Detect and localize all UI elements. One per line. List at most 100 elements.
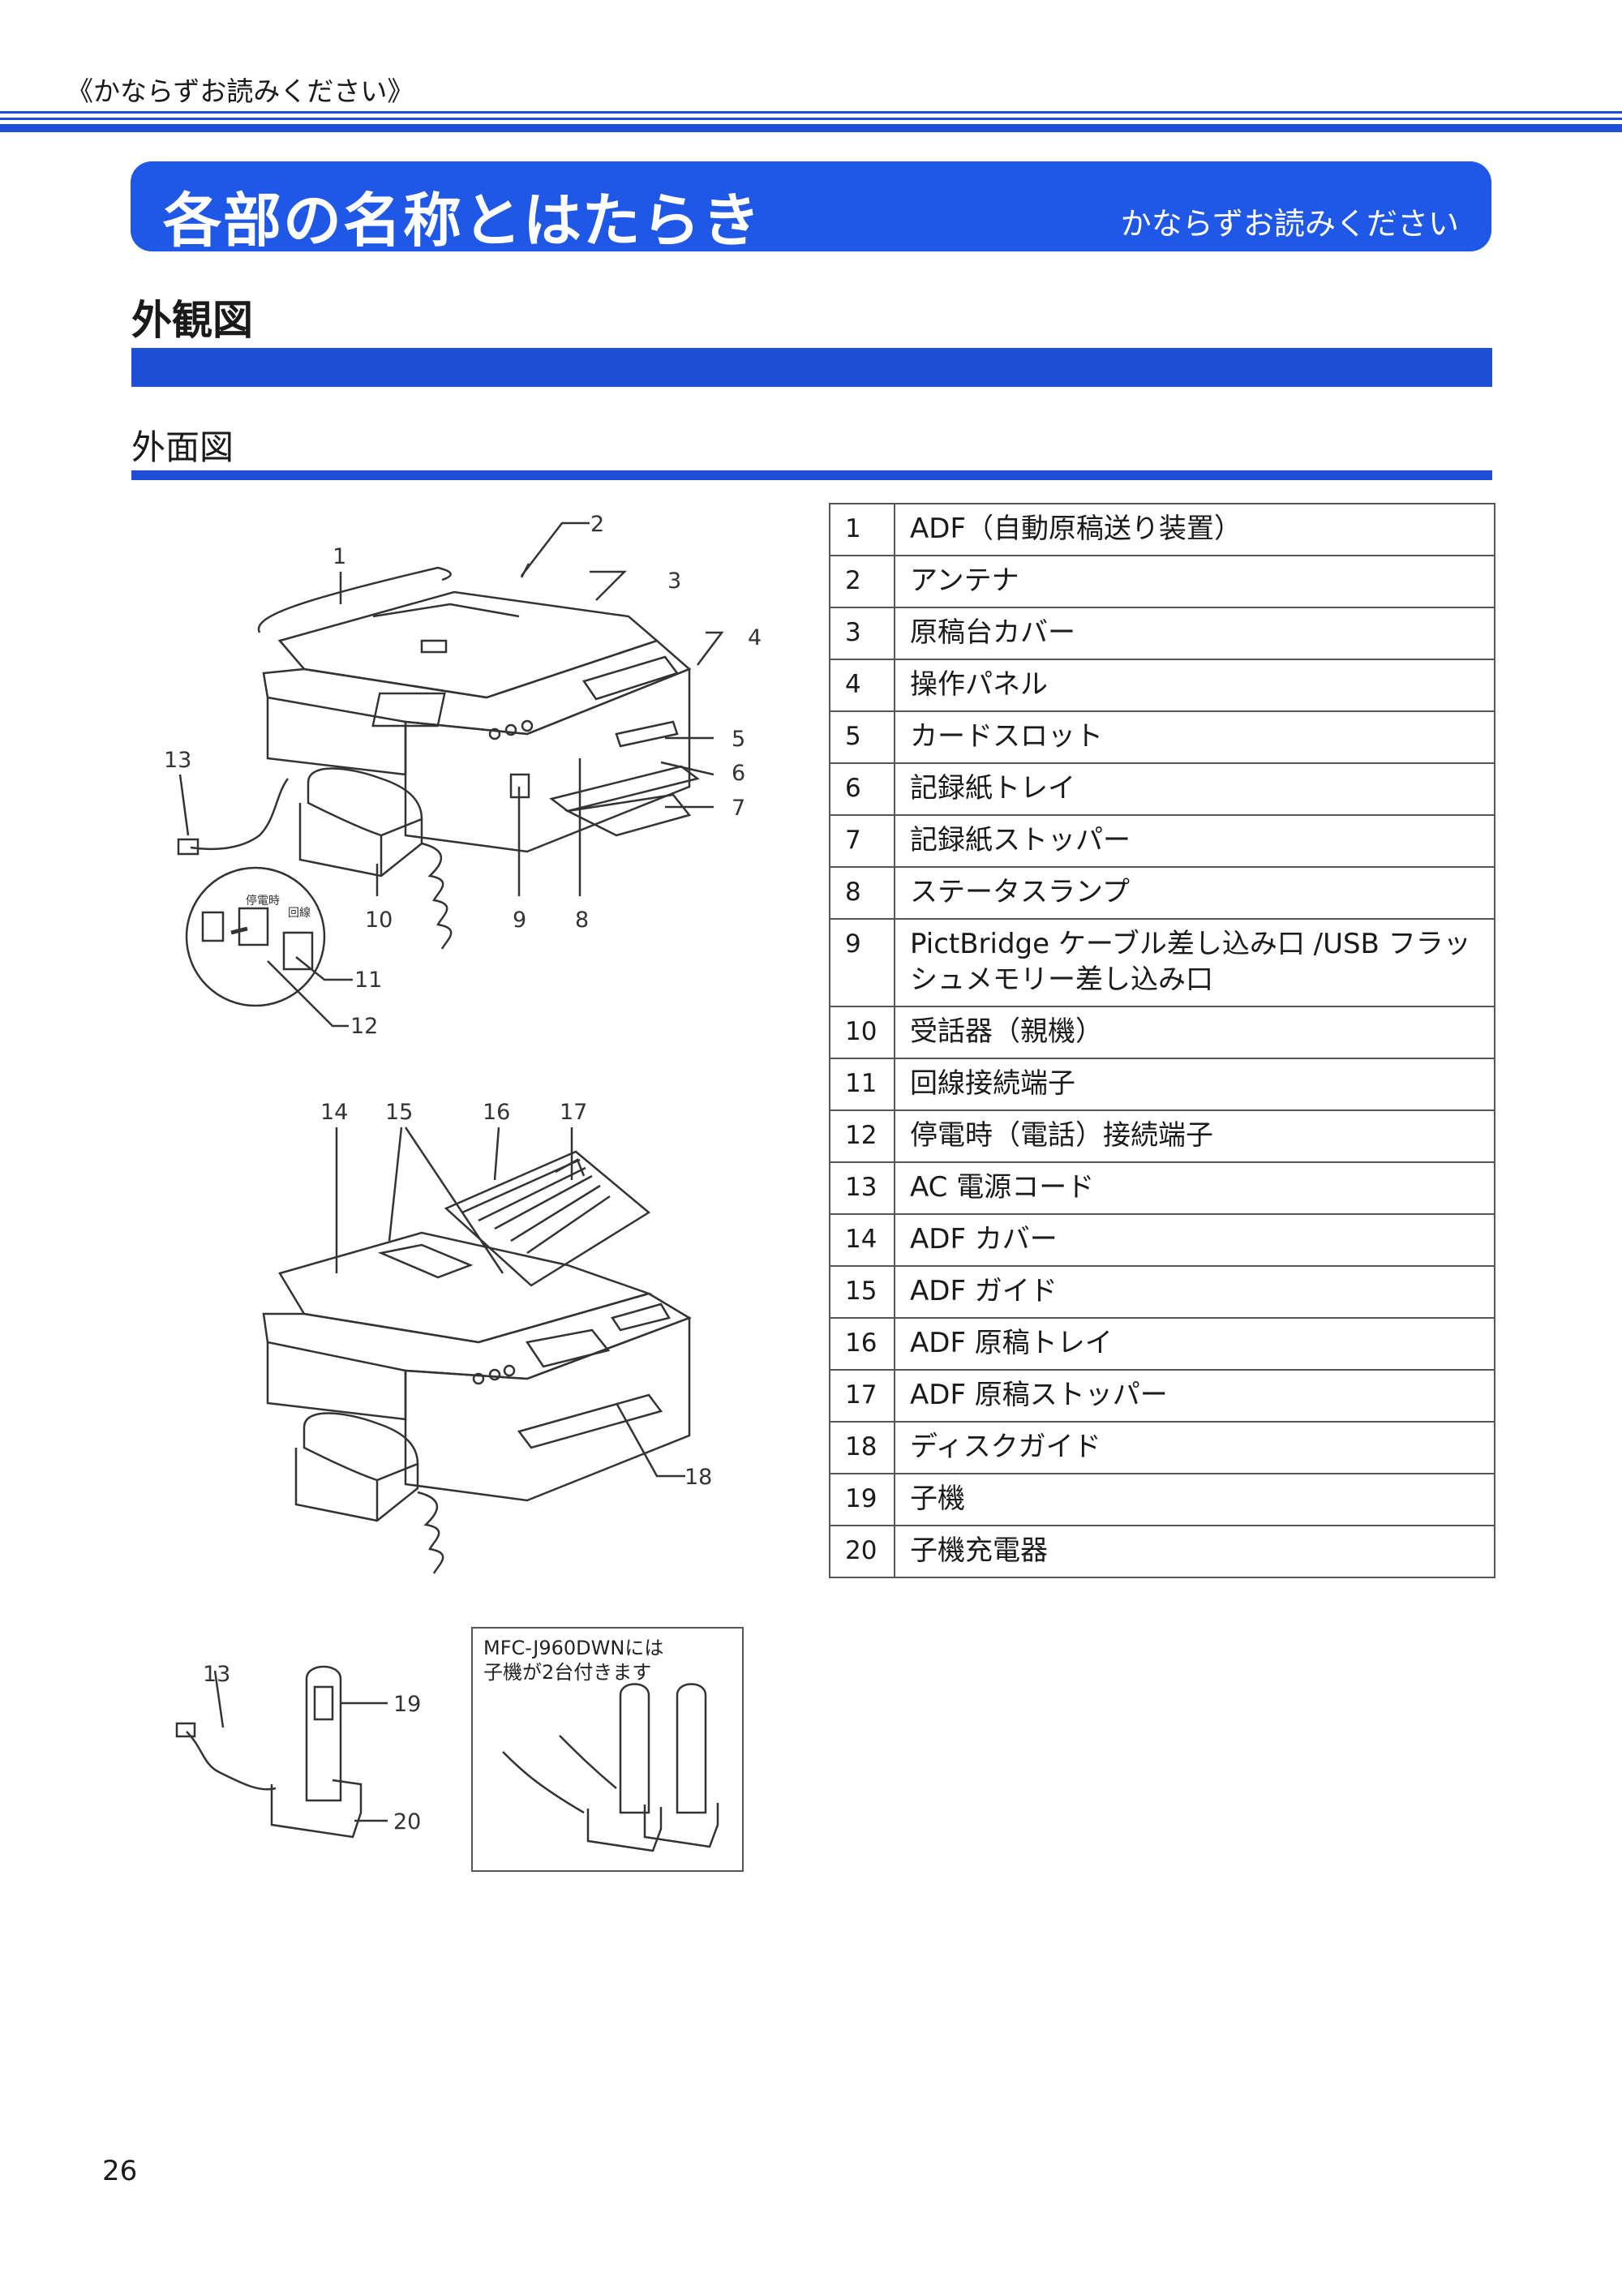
note-box-text-2: 子機が2台付きます — [483, 1661, 651, 1684]
header-rule — [0, 111, 1622, 114]
part-number: 16 — [829, 1317, 895, 1371]
part-number: 15 — [829, 1265, 895, 1319]
part-number: 19 — [829, 1473, 895, 1526]
page-title: 各部の名称とはたらき — [163, 187, 762, 255]
page-number: 26 — [102, 2155, 138, 2187]
inset-label-right: 回線 — [288, 907, 311, 920]
part-number: 8 — [829, 866, 895, 920]
callout-16: 16 — [483, 1100, 510, 1125]
callout-5: 5 — [732, 727, 745, 752]
part-number: 2 — [829, 555, 895, 608]
top-note: 《かならずお読みください》 — [67, 75, 414, 107]
callout-6: 6 — [732, 761, 745, 786]
callout-13: 13 — [164, 748, 191, 773]
part-name: ディスクガイド — [894, 1421, 1495, 1474]
part-name: カードスロット — [894, 710, 1495, 764]
callout-17: 17 — [560, 1100, 587, 1125]
callout-12: 12 — [350, 1014, 378, 1039]
part-number: 6 — [829, 762, 895, 816]
callout-1: 1 — [333, 544, 346, 569]
part-name: ADF ガイド — [894, 1265, 1495, 1319]
part-name: 回線接続端子 — [894, 1058, 1495, 1111]
part-name: ADF 原稿トレイ — [894, 1317, 1495, 1371]
callout-7: 7 — [732, 796, 745, 821]
callout-10: 10 — [365, 908, 393, 933]
part-number: 14 — [829, 1213, 895, 1267]
callout-8: 8 — [575, 908, 589, 933]
title-bar: 各部の名称とはたらき かならずお読みください — [131, 161, 1491, 255]
handset-illustration — [175, 1665, 388, 1839]
part-name: 記録紙トレイ — [894, 762, 1495, 816]
sub-rule — [131, 470, 1492, 480]
part-name: 原稿台カバー — [894, 607, 1495, 660]
callout-11: 11 — [354, 968, 382, 993]
part-number: 7 — [829, 814, 895, 868]
part-number: 13 — [829, 1161, 895, 1215]
sub-heading: 外面図 — [131, 427, 234, 467]
header-rule — [0, 124, 1622, 132]
part-number: 9 — [829, 918, 895, 1007]
callout-19: 19 — [393, 1692, 421, 1717]
part-number: 12 — [829, 1109, 895, 1163]
callout-9: 9 — [513, 908, 526, 933]
callout-20: 20 — [393, 1809, 421, 1835]
callout-3: 3 — [667, 569, 681, 594]
part-name: ADF カバー — [894, 1213, 1495, 1267]
part-number: 17 — [829, 1369, 895, 1423]
section-heading: 外観図 — [131, 297, 253, 344]
note-box-text-1: MFC-J960DWNには — [483, 1637, 663, 1659]
part-number: 3 — [829, 607, 895, 660]
printer-illustration-2 — [262, 1127, 692, 1574]
part-number: 1 — [829, 503, 895, 556]
section-band — [131, 348, 1492, 387]
part-name: ADF 原稿ストッパー — [894, 1369, 1495, 1423]
part-name: 停電時（電話）接続端子 — [894, 1109, 1495, 1163]
part-number: 10 — [829, 1006, 895, 1059]
callout-14: 14 — [320, 1100, 348, 1125]
part-name: PictBridge ケーブル差し込み口 /USB フラッシュメモリー差し込み口 — [894, 918, 1495, 1007]
title-note: かならずお読みください — [1120, 206, 1459, 242]
inset-label-left: 停電時 — [246, 894, 280, 908]
callout-13b: 13 — [203, 1662, 230, 1687]
callout-2: 2 — [590, 512, 604, 537]
part-name: ADF（自動原稿送り装置） — [894, 503, 1495, 556]
callout-18: 18 — [684, 1465, 712, 1490]
part-name: 子機 — [894, 1473, 1495, 1526]
part-name: 受話器（親機） — [894, 1006, 1495, 1059]
part-number: 18 — [829, 1421, 895, 1474]
part-number: 20 — [829, 1525, 895, 1578]
part-name: 子機充電器 — [894, 1525, 1495, 1578]
part-name: AC 電源コード — [894, 1161, 1495, 1215]
part-name: 記録紙ストッパー — [894, 814, 1495, 868]
part-number: 11 — [829, 1058, 895, 1111]
part-name: アンテナ — [894, 555, 1495, 608]
header-rule — [0, 118, 1622, 120]
callout-4: 4 — [748, 625, 762, 650]
note-box: MFC-J960DWNには 子機が2台付きます — [471, 1627, 744, 1872]
part-number: 5 — [829, 710, 895, 764]
callout-15: 15 — [385, 1100, 413, 1125]
